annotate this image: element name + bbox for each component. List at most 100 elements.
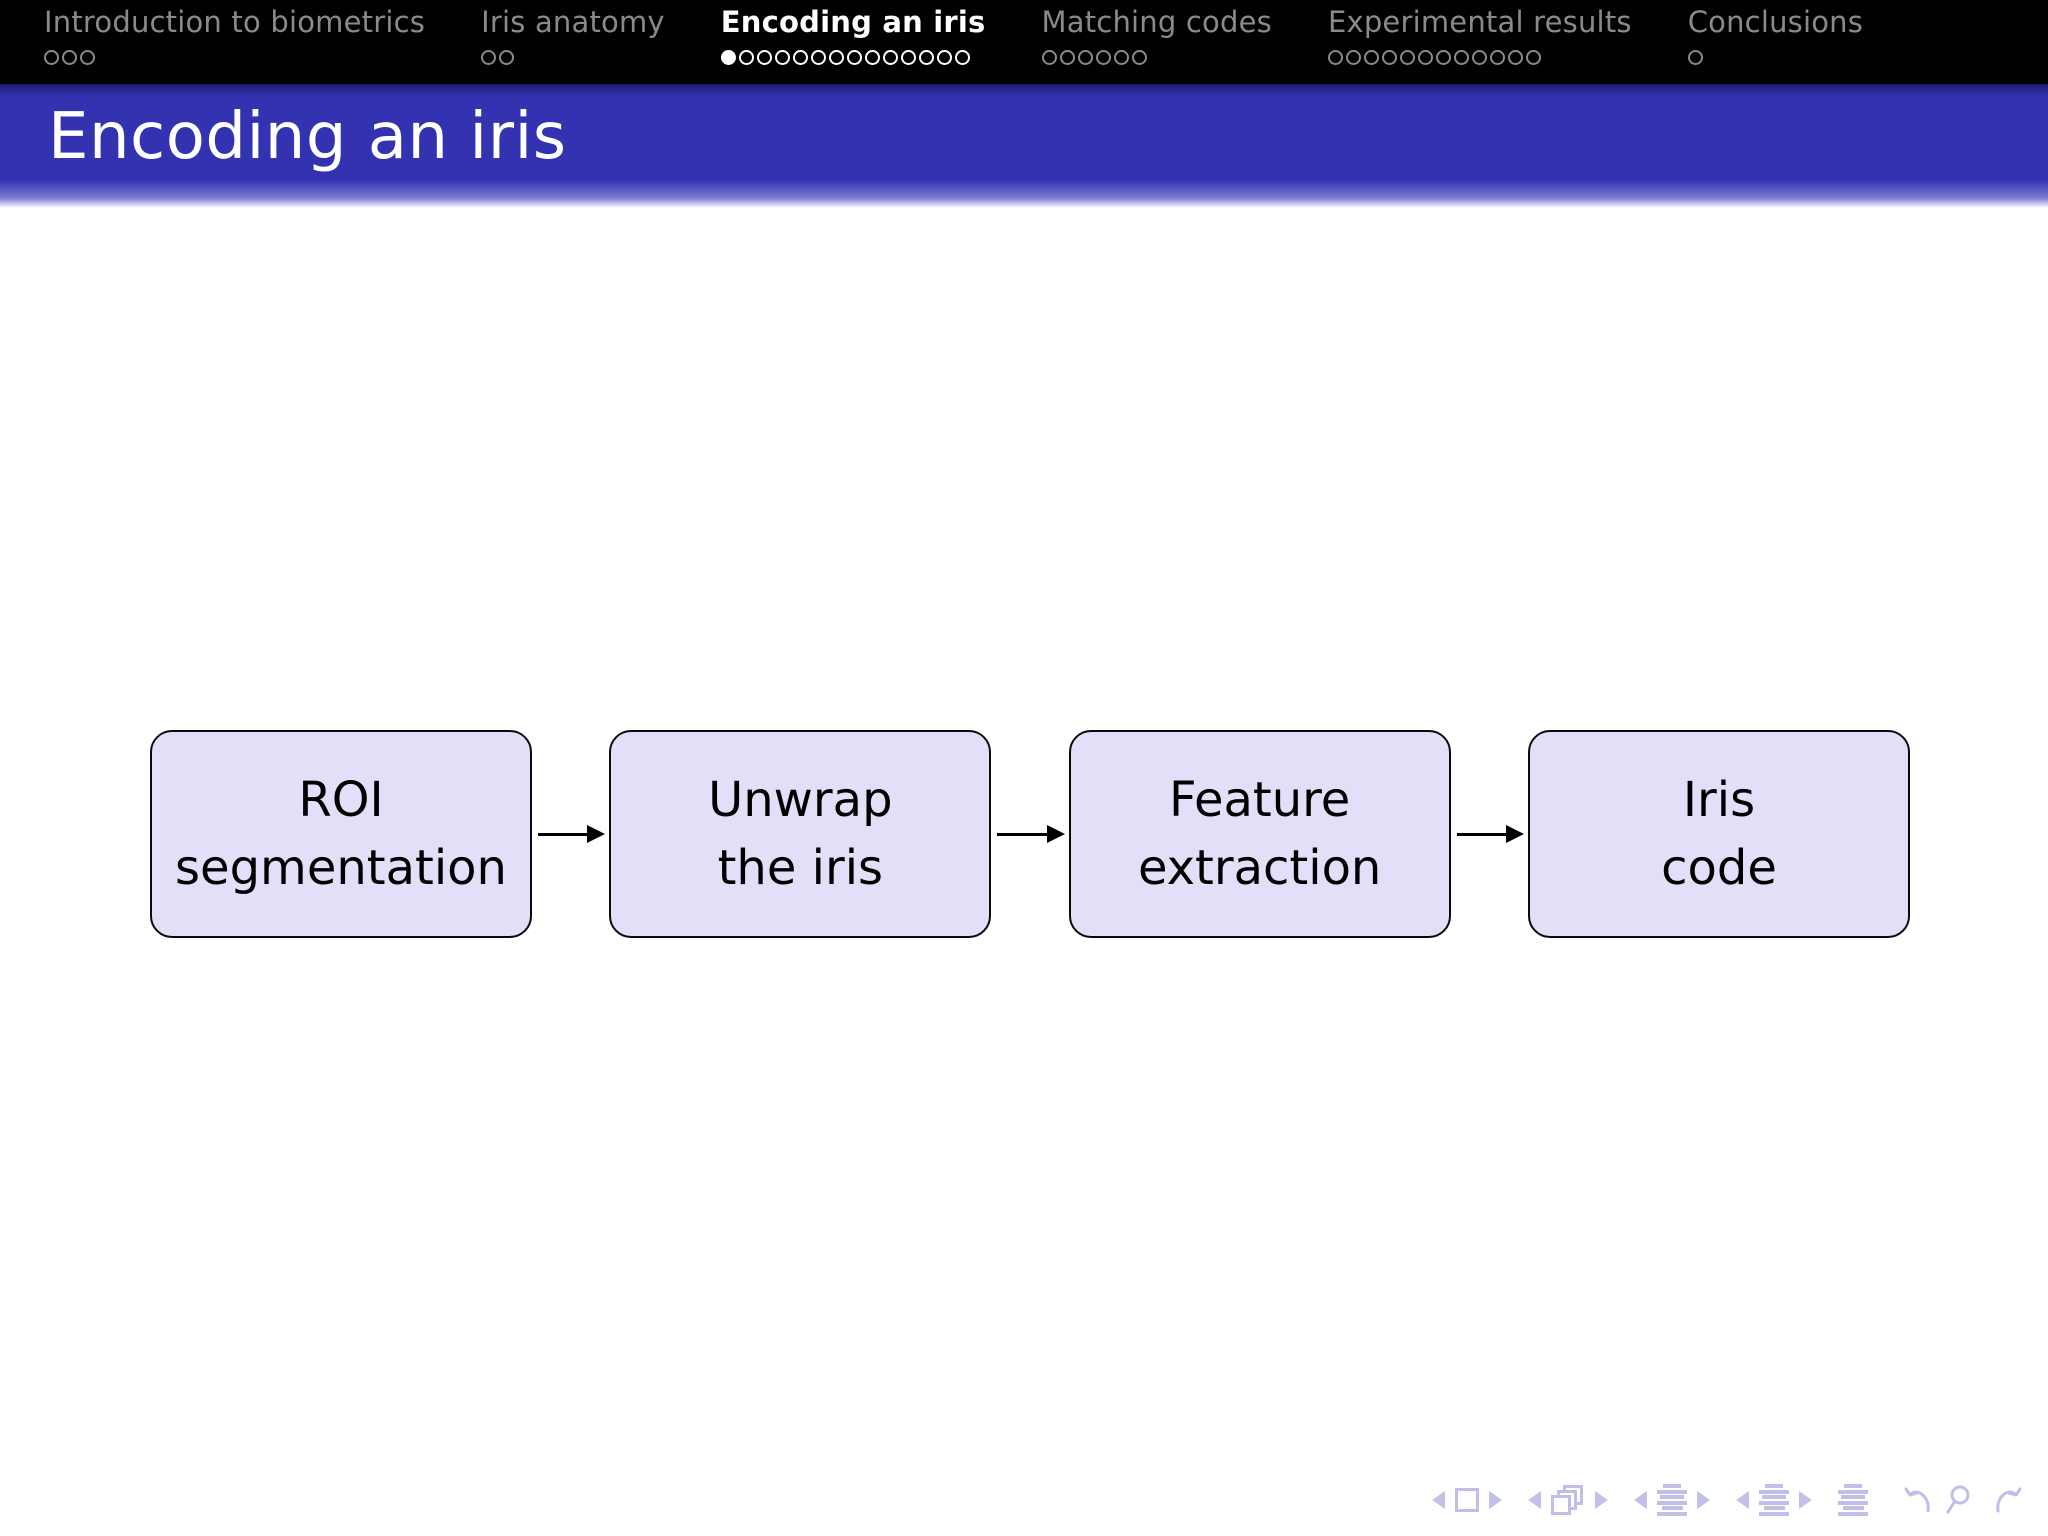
flow-arrow-feature-to-iriscode [1451, 821, 1528, 847]
nav-dot[interactable] [738, 49, 754, 65]
nav-dot[interactable] [936, 49, 952, 65]
nav-dot[interactable] [1041, 49, 1057, 65]
nav-section-matching-codes[interactable]: Matching codes [1041, 2, 1272, 70]
nav-section-iris-anatomy[interactable]: Iris anatomy [481, 2, 665, 70]
previous-frame-icon[interactable] [1528, 1491, 1541, 1509]
nav-dot[interactable] [900, 49, 916, 65]
navsym-group-section[interactable] [1736, 1484, 1812, 1516]
flow-node-roi-segmentation: ROI segmentation [150, 730, 532, 938]
nav-dot[interactable] [499, 49, 515, 65]
slide-content-area: ROI segmentation Unwrap the iris Feature… [0, 208, 2048, 1536]
flow-node-line: the iris [717, 840, 884, 896]
nav-dot[interactable] [80, 49, 95, 65]
arrow-shaft [1456, 832, 1510, 836]
nav-section-label: Experimental results [1327, 5, 1632, 39]
nav-dot[interactable] [1345, 49, 1361, 65]
flow-node-line: segmentation [175, 840, 507, 896]
previous-subsection-icon[interactable] [1634, 1491, 1647, 1509]
flow-node-line: Feature [1168, 772, 1351, 828]
previous-section-icon[interactable] [1736, 1491, 1749, 1509]
flow-node-iris-code: Iris code [1527, 730, 1910, 938]
nav-dot[interactable] [1489, 49, 1505, 65]
flow-arrow-unwrap-to-feature [991, 821, 1068, 847]
next-slide-icon[interactable] [1489, 1491, 1502, 1509]
nav-section-introduction-to-biometrics[interactable]: Introduction to biometrics [44, 2, 425, 70]
previous-slide-icon[interactable] [1432, 1491, 1445, 1509]
navigation-miniframe-bar: Introduction to biometrics Iris anatomy … [0, 0, 2048, 84]
next-frame-icon[interactable] [1595, 1491, 1608, 1509]
flow-node-unwrap-the-iris: Unwrap the iris [609, 730, 992, 938]
nav-dot[interactable] [1417, 49, 1433, 65]
nav-section-dots[interactable] [1687, 44, 1706, 70]
navsym-group-subsection[interactable] [1634, 1484, 1710, 1516]
nav-dot[interactable] [810, 49, 826, 65]
encoding-pipeline-flowchart: ROI segmentation Unwrap the iris Feature… [150, 724, 1910, 944]
nav-dot[interactable] [792, 49, 808, 65]
navsym-group-slide[interactable] [1432, 1488, 1502, 1512]
flow-arrow-roi-to-unwrap [532, 821, 609, 847]
nav-dot[interactable] [1399, 49, 1415, 65]
flow-node-line: ROI [298, 772, 384, 828]
nav-section-conclusions[interactable]: Conclusions [1687, 2, 1864, 70]
redo-icon[interactable] [1988, 1481, 2026, 1519]
page-title: Encoding an iris [48, 100, 567, 174]
nav-dot[interactable] [774, 49, 790, 65]
flow-node-line: Unwrap [708, 772, 893, 828]
nav-dot[interactable] [1453, 49, 1469, 65]
presentation-document-icon[interactable] [1838, 1484, 1868, 1516]
nav-dot[interactable] [1381, 49, 1397, 65]
arrow-shaft [538, 832, 592, 836]
nav-dot[interactable] [1095, 49, 1111, 65]
nav-dot[interactable] [1687, 49, 1703, 65]
nav-dot[interactable] [1363, 49, 1379, 65]
nav-dot[interactable] [756, 49, 772, 65]
nav-section-dots[interactable] [1327, 44, 1544, 70]
nav-section-label: Conclusions [1687, 5, 1864, 39]
nav-dot[interactable] [1435, 49, 1451, 65]
nav-dot[interactable] [1327, 49, 1343, 65]
nav-dot-current[interactable] [720, 49, 736, 65]
navsym-group-presentation[interactable] [1838, 1484, 1868, 1516]
nav-dot[interactable] [918, 49, 934, 65]
document-icon[interactable] [1657, 1484, 1687, 1516]
nav-section-encoding-an-iris[interactable]: Encoding an iris [720, 2, 986, 70]
beamer-navigation-symbols[interactable] [1432, 1478, 2026, 1522]
document-icon[interactable] [1759, 1484, 1789, 1516]
nav-dot[interactable] [1077, 49, 1093, 65]
nav-dot[interactable] [864, 49, 880, 65]
nav-dot[interactable] [481, 49, 497, 65]
nav-dot[interactable] [44, 49, 59, 65]
nav-section-dots[interactable] [1041, 44, 1150, 70]
nav-dot[interactable] [1471, 49, 1487, 65]
arrow-head-icon [1046, 825, 1065, 843]
nav-dot[interactable] [1507, 49, 1523, 65]
nav-section-dots[interactable] [481, 44, 517, 70]
nav-dot[interactable] [954, 49, 970, 65]
nav-dot[interactable] [62, 49, 77, 65]
nav-section-label: Iris anatomy [481, 5, 665, 39]
slide-title-bar: Encoding an iris [0, 84, 2048, 208]
undo-icon[interactable] [1900, 1481, 1938, 1519]
nav-section-label: Encoding an iris [720, 5, 986, 39]
navsym-group-history[interactable] [1894, 1481, 2026, 1519]
next-subsection-icon[interactable] [1697, 1491, 1710, 1509]
nav-dot[interactable] [1059, 49, 1075, 65]
navsym-group-frame[interactable] [1528, 1485, 1608, 1515]
nav-dot[interactable] [1525, 49, 1541, 65]
flow-node-line: extraction [1137, 840, 1382, 896]
slide-icon[interactable] [1455, 1488, 1479, 1512]
nav-dot[interactable] [1113, 49, 1129, 65]
nav-section-dots[interactable] [720, 44, 973, 70]
flow-node-line: code [1661, 840, 1777, 896]
frames-icon[interactable] [1551, 1485, 1585, 1515]
nav-section-experimental-results[interactable]: Experimental results [1327, 2, 1632, 70]
nav-dot[interactable] [846, 49, 862, 65]
next-section-icon[interactable] [1799, 1491, 1812, 1509]
nav-dot[interactable] [828, 49, 844, 65]
search-icon[interactable] [1944, 1481, 1982, 1519]
nav-section-dots[interactable] [44, 44, 98, 70]
nav-dot[interactable] [1131, 49, 1147, 65]
nav-dot[interactable] [882, 49, 898, 65]
arrow-head-icon [1505, 825, 1524, 843]
flow-node-feature-extraction: Feature extraction [1068, 730, 1451, 938]
